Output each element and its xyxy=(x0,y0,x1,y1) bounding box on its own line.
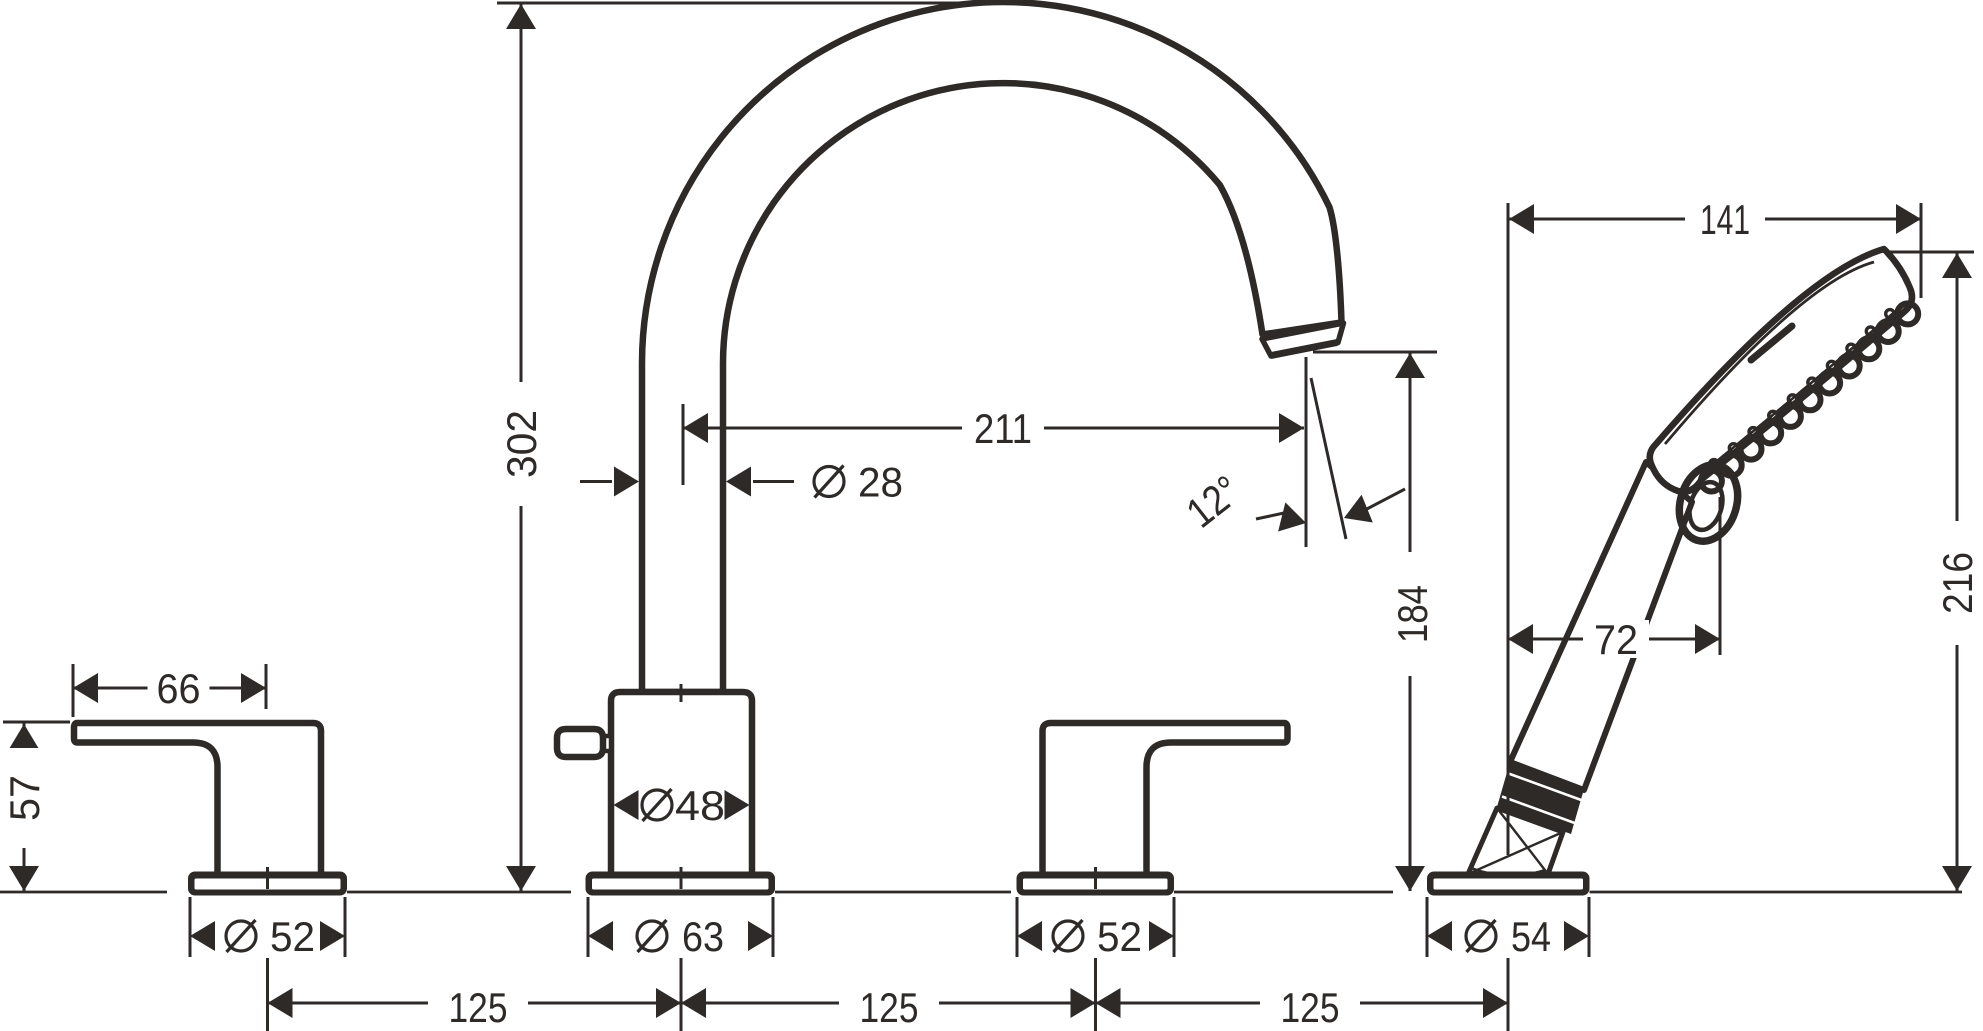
svg-text:184: 184 xyxy=(1389,585,1436,643)
svg-text:54: 54 xyxy=(1511,913,1551,960)
svg-text:125: 125 xyxy=(449,984,508,1031)
svg-text:57: 57 xyxy=(1,775,48,821)
svg-text:125: 125 xyxy=(1281,984,1340,1031)
svg-text:28: 28 xyxy=(858,459,903,506)
svg-text:48: 48 xyxy=(675,782,725,829)
svg-text:72: 72 xyxy=(1594,616,1638,663)
svg-text:302: 302 xyxy=(498,410,545,478)
svg-text:66: 66 xyxy=(157,665,201,712)
svg-text:52: 52 xyxy=(270,913,315,960)
svg-text:125: 125 xyxy=(860,984,919,1031)
svg-text:63: 63 xyxy=(682,913,724,960)
svg-text:216: 216 xyxy=(1934,552,1981,614)
svg-text:211: 211 xyxy=(974,405,1032,452)
svg-text:141: 141 xyxy=(1700,196,1750,243)
svg-text:52: 52 xyxy=(1097,913,1142,960)
